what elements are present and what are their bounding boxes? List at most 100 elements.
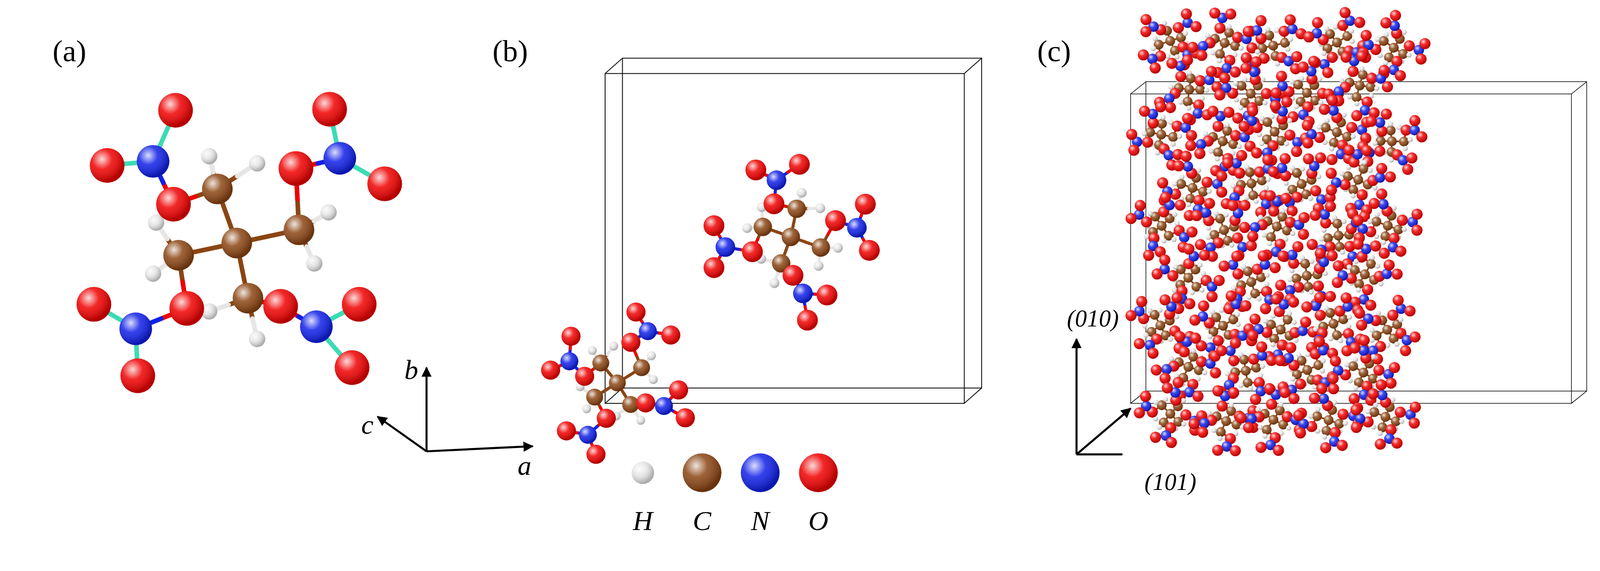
atom-shading xyxy=(832,242,843,253)
atom xyxy=(1255,15,1267,27)
atom-shading xyxy=(1374,85,1380,91)
atom xyxy=(816,284,838,306)
atom xyxy=(1415,53,1427,65)
axis-arrows xyxy=(377,367,533,451)
atom-shading xyxy=(1168,132,1179,142)
atom-shading xyxy=(367,166,402,201)
atom-shading xyxy=(1206,65,1218,77)
atom xyxy=(1348,28,1354,34)
atom xyxy=(742,241,763,262)
atom-shading xyxy=(675,408,695,428)
atom-shading xyxy=(263,288,298,324)
atom-shading xyxy=(201,148,218,165)
atom-shading xyxy=(766,170,787,191)
atom-shading xyxy=(144,265,162,282)
atom xyxy=(1224,121,1230,128)
atom-shading xyxy=(1128,144,1140,156)
atom xyxy=(1182,54,1194,66)
atom xyxy=(1185,129,1197,141)
atom xyxy=(586,444,606,464)
atom-shading xyxy=(1301,87,1312,98)
atom-shading xyxy=(825,209,846,231)
atom-shading xyxy=(1182,54,1194,66)
atom xyxy=(646,351,657,361)
atom-shading xyxy=(278,150,313,186)
atom-shading xyxy=(1140,13,1152,25)
atom-shading xyxy=(1299,75,1305,81)
atom xyxy=(1208,148,1214,154)
atom-shading xyxy=(1311,17,1323,29)
atom-shading xyxy=(1284,14,1296,26)
atom-shading xyxy=(1242,25,1254,37)
atom-shading xyxy=(1276,70,1288,82)
atom xyxy=(575,366,595,386)
atom-shading xyxy=(1177,133,1183,139)
atom xyxy=(560,352,579,370)
atom-shading xyxy=(120,358,156,393)
atom-shading xyxy=(232,282,264,314)
atom xyxy=(1276,70,1288,82)
atom xyxy=(1242,76,1248,82)
atom xyxy=(789,153,810,175)
atom xyxy=(163,239,195,271)
atom xyxy=(1323,26,1329,32)
atom-shading xyxy=(1218,72,1231,84)
atom xyxy=(1165,53,1171,59)
atom xyxy=(781,227,801,246)
atom xyxy=(669,380,688,399)
atom xyxy=(1383,31,1389,37)
atom xyxy=(323,141,357,175)
atom-shading xyxy=(1245,88,1256,99)
atom-shading xyxy=(1126,128,1138,140)
atom-shading xyxy=(813,260,824,271)
atom xyxy=(596,408,616,428)
atom-shading xyxy=(1212,147,1223,157)
atom xyxy=(300,310,333,343)
atom xyxy=(1140,26,1152,38)
atom-shading xyxy=(1419,38,1431,50)
atom-shading xyxy=(283,214,315,246)
atom-shading xyxy=(306,254,323,272)
atom-shading xyxy=(1238,45,1244,51)
atom xyxy=(797,187,807,198)
atom-shading xyxy=(1187,41,1199,53)
atom-shading xyxy=(1155,101,1167,113)
atom xyxy=(703,256,725,278)
atom xyxy=(263,288,298,324)
atom-shading xyxy=(1340,51,1352,63)
atom xyxy=(766,170,787,191)
molecules xyxy=(76,6,1431,464)
atom xyxy=(1316,76,1323,82)
atom-shading xyxy=(1236,143,1242,149)
atom xyxy=(1388,42,1399,53)
atom xyxy=(1141,130,1147,136)
atom-shading xyxy=(1242,76,1248,82)
atom-shading xyxy=(1172,22,1185,34)
atom-shading xyxy=(1182,112,1194,124)
atom xyxy=(675,408,695,428)
atom-shading xyxy=(1381,80,1393,93)
atom-shading xyxy=(1208,148,1214,154)
atom-shading xyxy=(1145,127,1156,138)
atom-shading xyxy=(1214,155,1220,162)
atom xyxy=(854,193,876,215)
atom-shading xyxy=(1351,109,1363,122)
atom xyxy=(1203,87,1209,93)
atom-shading xyxy=(745,159,767,180)
atom xyxy=(1216,57,1222,64)
atom xyxy=(621,332,641,352)
atom xyxy=(636,415,646,425)
atom-shading xyxy=(1389,10,1401,22)
atom-shading xyxy=(763,193,785,214)
atom-shading xyxy=(1270,87,1282,99)
atom-shading xyxy=(1223,106,1235,118)
atom xyxy=(144,265,162,282)
atom xyxy=(1242,25,1254,37)
atom-shading xyxy=(1186,105,1192,111)
atom-shading xyxy=(1182,96,1193,107)
atom-shading xyxy=(742,241,763,262)
atom xyxy=(1240,62,1252,74)
atom xyxy=(1175,70,1187,82)
